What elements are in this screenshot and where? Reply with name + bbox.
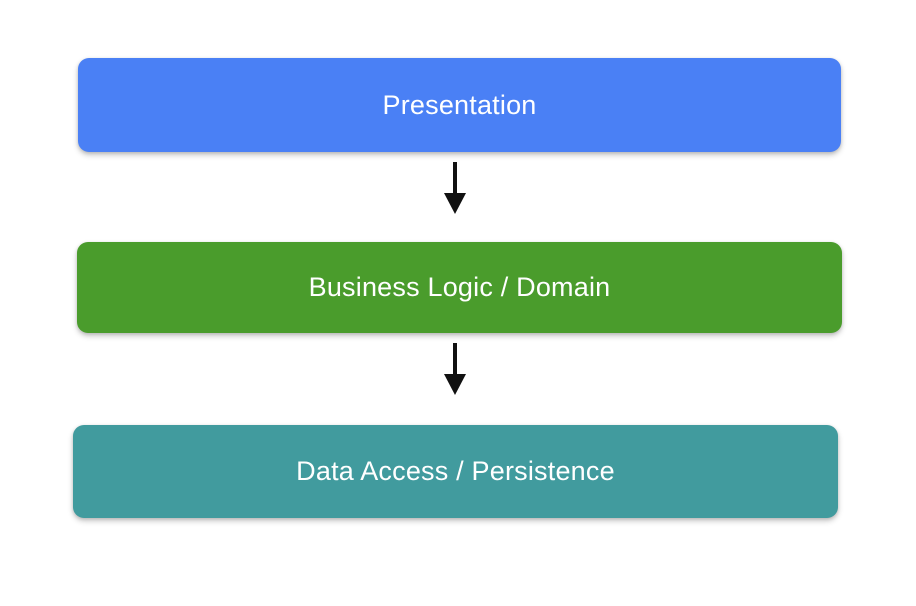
arrow-presentation-to-business — [425, 160, 485, 218]
arrow-down-icon — [444, 162, 466, 214]
layer-label-data-access-persistence: Data Access / Persistence — [296, 456, 615, 486]
layer-box-data-access-persistence[interactable]: Data Access / Persistence — [73, 425, 838, 518]
layer-box-presentation[interactable]: Presentation — [78, 58, 841, 152]
layer-box-business-logic-domain[interactable]: Business Logic / Domain — [77, 242, 842, 333]
arrow-down-icon — [444, 343, 466, 395]
arrow-business-to-data — [425, 341, 485, 399]
layer-label-business-logic-domain: Business Logic / Domain — [308, 272, 611, 302]
layer-label-presentation: Presentation — [382, 89, 537, 120]
